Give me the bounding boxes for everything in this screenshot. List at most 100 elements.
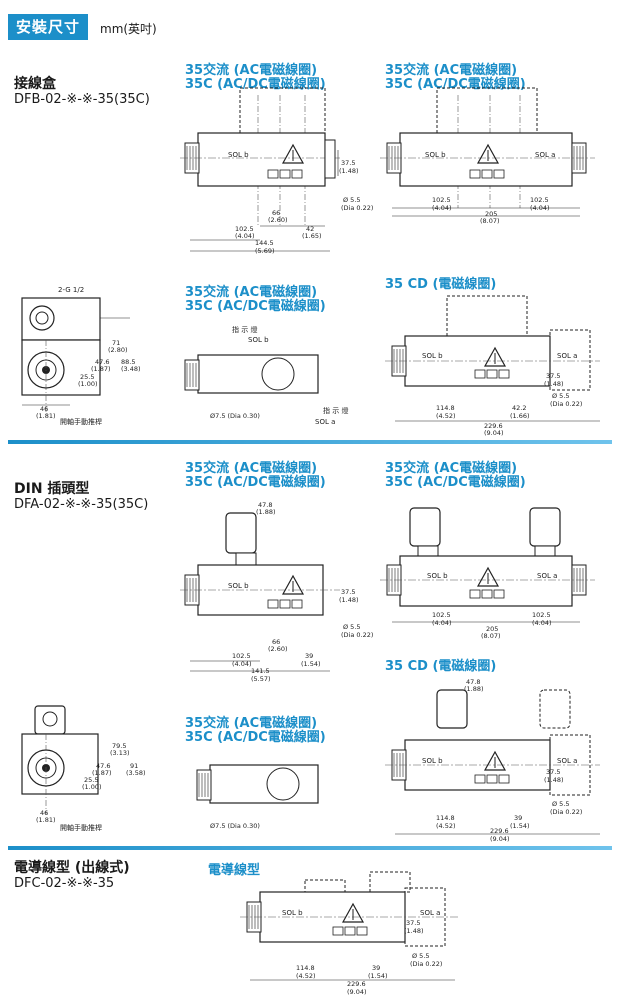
svg-text:(1.00): (1.00) <box>78 380 98 388</box>
svg-text:(1.87): (1.87) <box>92 769 112 777</box>
svg-text:39: 39 <box>514 814 522 822</box>
section-dfa-model: DFA-02-※-※-35(35C) <box>14 497 149 512</box>
svg-text:47.6: 47.6 <box>95 358 109 366</box>
svg-text:Ø 5.5: Ø 5.5 <box>552 392 570 400</box>
svg-text:Ø7.5 (Dia 0.30): Ø7.5 (Dia 0.30) <box>210 822 260 830</box>
svg-text:(2.60): (2.60) <box>268 216 288 224</box>
dim-102-5: 102.5 <box>235 225 254 233</box>
svg-text:指 示 燈: 指 示 燈 <box>323 406 348 415</box>
svg-text:91: 91 <box>130 762 138 770</box>
svg-text:141.5: 141.5 <box>251 667 270 675</box>
header-unit: mm(英吋) <box>100 22 157 36</box>
svg-text:114.8: 114.8 <box>296 964 315 972</box>
svg-text:SOL a: SOL a <box>315 418 335 426</box>
svg-text:SOL a: SOL a <box>557 352 577 360</box>
svg-text:25.5: 25.5 <box>80 373 94 381</box>
svg-text:(1.81): (1.81) <box>36 816 56 824</box>
svg-text:Ø 5.5: Ø 5.5 <box>343 623 361 631</box>
diagram-dfa-double-ac: SOL b SOL a 102.5 (4.04) 102.5 (4.04) 20… <box>380 507 595 640</box>
svg-text:Ø7.5 (Dia 0.30): Ø7.5 (Dia 0.30) <box>210 412 260 420</box>
diagram-dfa-35cd: 47.8 (1.88) SOL b SOL a 37.5 (1.48) Ø 5.… <box>385 678 600 843</box>
svg-text:37.5: 37.5 <box>406 919 420 927</box>
svg-text:(Dia 0.22): (Dia 0.22) <box>410 960 442 968</box>
svg-text:205: 205 <box>485 210 497 218</box>
section-dfa: DIN 插頭型 DFA-02-※-※-35(35C) <box>14 481 148 513</box>
svg-text:(4.04): (4.04) <box>530 204 550 212</box>
header-tag: 安裝尺寸 <box>8 14 89 40</box>
diagram-dfb-double-ac: 102.5 (4.04) 102.5 (4.04) 205 (8.07) SOL… <box>380 87 595 225</box>
svg-text:SOL b: SOL b <box>282 909 303 917</box>
svg-text:(1.00): (1.00) <box>82 783 102 791</box>
svg-text:(1.66): (1.66) <box>510 412 530 420</box>
svg-text:(1.48): (1.48) <box>339 167 359 175</box>
svg-text:88.5: 88.5 <box>121 358 135 366</box>
svg-text:(8.07): (8.07) <box>481 632 501 640</box>
svg-text:37.5: 37.5 <box>341 588 355 596</box>
svg-text:(1.88): (1.88) <box>464 685 484 693</box>
diagram-dfa-single-ac: 47.8 (1.88) SOL b 37.5 (1.48) Ø 5.5 (Dia… <box>180 501 373 683</box>
diagram-dfb-end-view: 2-G 1/2 71 (2.80) 47.6 (1.87) 88.5 (3.48… <box>21 286 141 426</box>
svg-text:(1.54): (1.54) <box>301 660 321 668</box>
svg-text:(1.81): (1.81) <box>36 412 56 420</box>
svg-text:(Dia 0.22): (Dia 0.22) <box>341 204 373 212</box>
svg-text:71: 71 <box>112 339 120 347</box>
svg-text:開軸手動推桿: 開軸手動推桿 <box>60 823 102 832</box>
section-dfc-title: 電導線型 (出線式) <box>14 860 130 876</box>
svg-text:42.2: 42.2 <box>512 404 526 412</box>
separator-1 <box>8 440 612 444</box>
svg-text:25.5: 25.5 <box>84 776 98 784</box>
caption-ac-4: 35交流 (AC電磁線圈) 35C (AC/DC電磁線圈) <box>185 461 326 490</box>
svg-text:(1.48): (1.48) <box>339 596 359 604</box>
svg-text:205: 205 <box>486 625 498 633</box>
caption-ac-5: 35交流 (AC電磁線圈) 35C (AC/DC電磁線圈) <box>385 461 526 490</box>
svg-text:(Dia 0.22): (Dia 0.22) <box>341 631 373 639</box>
svg-text:2-G 1/2: 2-G 1/2 <box>58 286 84 294</box>
svg-text:SOL a: SOL a <box>537 572 557 580</box>
svg-text:(1.48): (1.48) <box>404 927 424 935</box>
svg-text:229.6: 229.6 <box>347 980 366 988</box>
svg-text:47.6: 47.6 <box>96 762 110 770</box>
svg-text:79.5: 79.5 <box>112 742 126 750</box>
svg-text:(1.88): (1.88) <box>256 508 276 516</box>
svg-text:指 示 燈: 指 示 燈 <box>232 325 257 334</box>
section-dfb: 接線盒 DFB-02-※-※-35(35C) <box>14 76 150 108</box>
section-dfb-model: DFB-02-※-※-35(35C) <box>14 92 150 107</box>
svg-text:(1.48): (1.48) <box>544 380 564 388</box>
caption-ac-2: 35交流 (AC電磁線圈) 35C (AC/DC電磁線圈) <box>385 63 526 92</box>
section-dfc-model: DFC-02-※-※-35 <box>14 876 115 891</box>
svg-text:(4.04): (4.04) <box>432 619 452 627</box>
section-dfb-title: 接線盒 <box>14 76 56 92</box>
svg-text:SOL b: SOL b <box>228 151 249 159</box>
svg-text:47.8: 47.8 <box>258 501 272 509</box>
svg-text:(1.54): (1.54) <box>510 822 530 830</box>
svg-text:(5.57): (5.57) <box>251 675 271 683</box>
svg-text:(Dia 0.22): (Dia 0.22) <box>550 808 582 816</box>
caption-lead: 電導線型 <box>208 863 261 878</box>
svg-text:102.5: 102.5 <box>530 196 549 204</box>
diagram-dfb-top-single: 指 示 燈 SOL b 指 示 燈 SOL a Ø7.5 (Dia 0.30) <box>184 325 348 426</box>
svg-text:37.5: 37.5 <box>546 372 560 380</box>
separator-2 <box>8 846 612 850</box>
svg-text:SOL b: SOL b <box>248 336 269 344</box>
svg-text:(1.87): (1.87) <box>91 365 111 373</box>
svg-text:(4.04): (4.04) <box>232 660 252 668</box>
caption-cd-2: 35 CD (電磁線圈) <box>385 659 497 674</box>
svg-text:(1.54): (1.54) <box>368 972 388 980</box>
svg-text:(4.04): (4.04) <box>532 619 552 627</box>
svg-text:(4.04): (4.04) <box>235 232 255 240</box>
svg-text:(Dia 0.22): (Dia 0.22) <box>550 400 582 408</box>
svg-text:SOL a: SOL a <box>420 909 440 917</box>
caption-ac-6: 35交流 (AC電磁線圈) 35C (AC/DC電磁線圈) <box>185 716 326 745</box>
svg-text:Ø 5.5: Ø 5.5 <box>343 196 361 204</box>
svg-text:(5.69): (5.69) <box>255 247 275 255</box>
svg-text:144.5: 144.5 <box>255 239 274 247</box>
svg-text:SOL b: SOL b <box>425 151 446 159</box>
svg-text:46: 46 <box>40 809 48 817</box>
svg-text:66: 66 <box>272 638 280 646</box>
svg-text:(2.60): (2.60) <box>268 645 288 653</box>
svg-text:SOL b: SOL b <box>422 352 443 360</box>
svg-text:(3.13): (3.13) <box>110 749 130 757</box>
svg-text:42: 42 <box>306 225 314 233</box>
svg-text:(4.52): (4.52) <box>296 972 316 980</box>
